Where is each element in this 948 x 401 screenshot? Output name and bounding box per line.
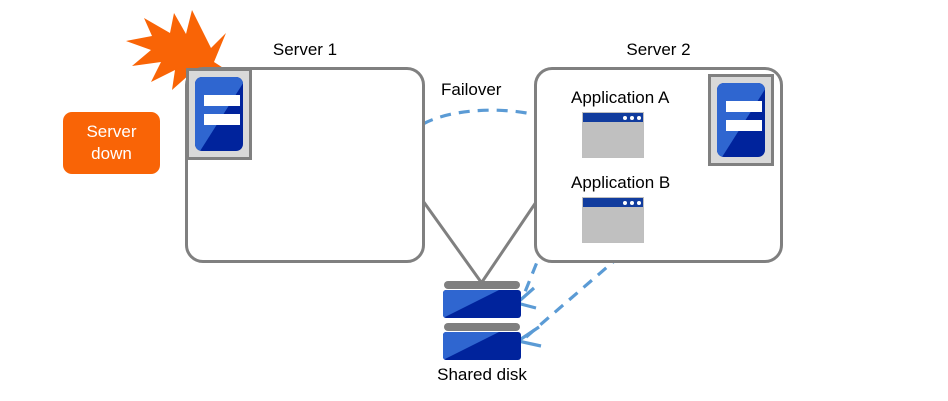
failover-label: Failover xyxy=(441,80,502,99)
server-down-callout: Server down xyxy=(63,112,160,174)
failover-arrow xyxy=(406,108,548,138)
stacked-disk-icon xyxy=(443,281,521,360)
server-hardware-icon xyxy=(708,74,774,166)
appB-to-disk-arrowhead xyxy=(513,325,542,348)
server1-caption: Server 1 xyxy=(272,40,338,59)
app-window-icon xyxy=(582,197,644,243)
server-down-line2: down xyxy=(91,144,132,163)
application-a-label: Application A xyxy=(571,88,670,107)
shared-disk-label: Shared disk xyxy=(437,365,527,384)
application-b-label: Application B xyxy=(571,173,671,192)
app-window-icon xyxy=(582,112,644,158)
server-hardware-icon xyxy=(186,68,252,160)
server-down-line1: Server xyxy=(86,122,137,141)
server2-caption: Server 2 xyxy=(626,40,691,59)
